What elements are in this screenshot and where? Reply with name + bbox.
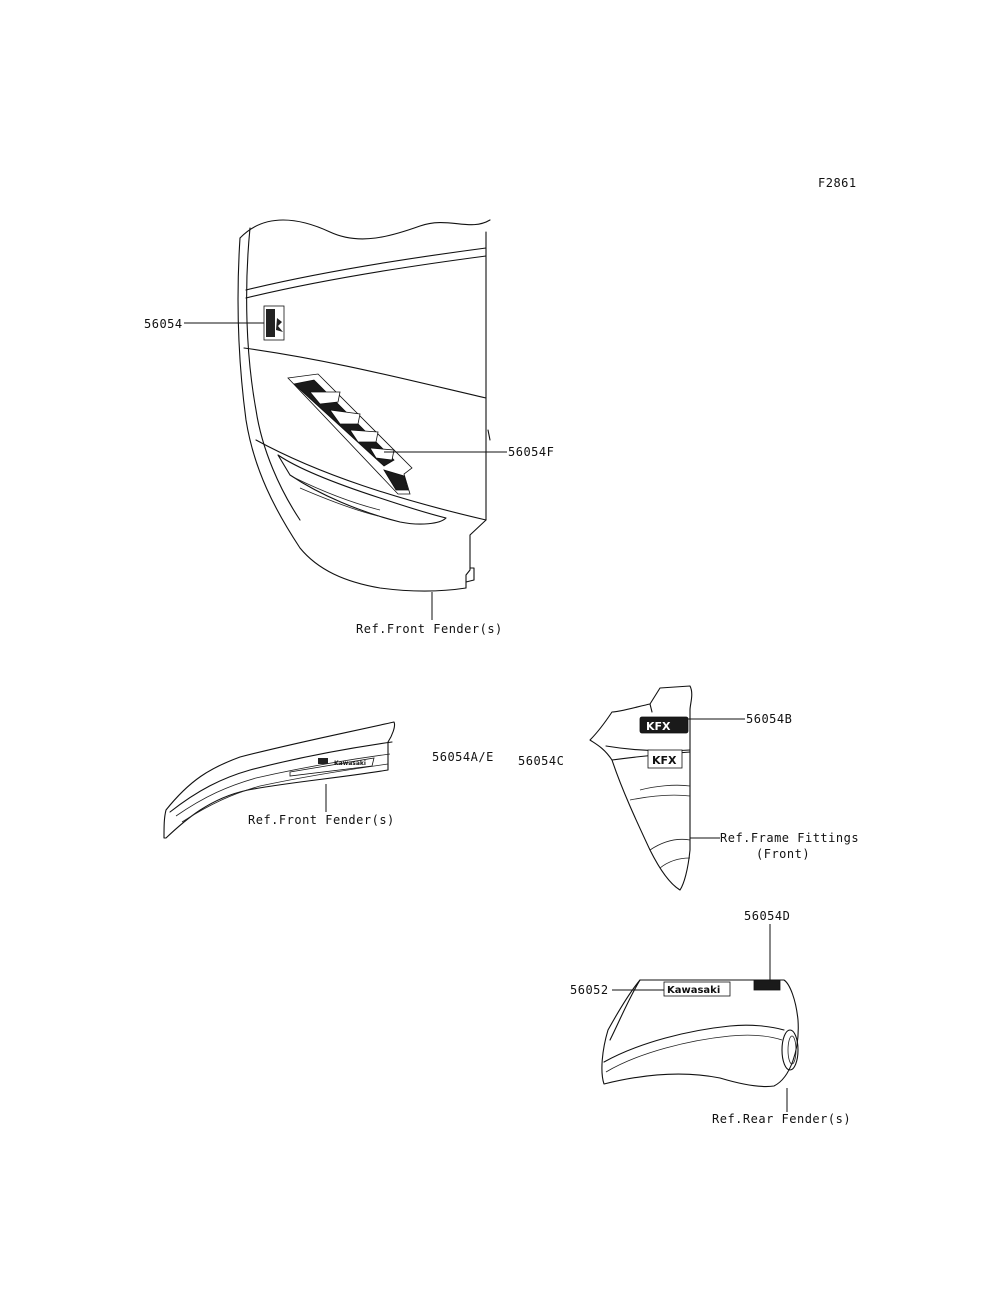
part-56054d-label: 56054D (744, 909, 791, 923)
badge-56054c-text: KFX (652, 754, 677, 767)
part-56054b-label: 56054B (746, 712, 793, 726)
part-56054ae-label: 56054A/E (432, 750, 494, 764)
ref-front-fender-mid-label: Ref.Front Fender(s) (248, 813, 395, 827)
part-56052-label: 56052 (570, 983, 609, 997)
part-56054-label: 56054 (144, 317, 183, 331)
rear-decal-brand: Kawasaki (667, 985, 720, 996)
badge-56054b-text: KFX (646, 720, 671, 733)
front-fender-strip: Kawasaki (163, 721, 396, 839)
frame-fitting-panel: KFX KFX (589, 685, 745, 891)
figure-code: F2861 (818, 176, 857, 190)
front-fender-side-panel (184, 219, 507, 620)
strip-decal-text: Kawasaki (334, 760, 366, 767)
part-56054f-label: 56054F (508, 445, 555, 459)
ref-frame-fittings-label: Ref.Frame Fittings (720, 831, 860, 845)
part-56054c-label: 56054C (518, 754, 565, 768)
ref-rear-fender-label: Ref.Rear Fender(s) (712, 1112, 852, 1126)
rear-fender: Kawasaki (601, 924, 799, 1112)
ref-frame-fittings-front-label: (Front) (756, 847, 811, 861)
ref-front-fender-top-label: Ref.Front Fender(s) (356, 622, 503, 636)
